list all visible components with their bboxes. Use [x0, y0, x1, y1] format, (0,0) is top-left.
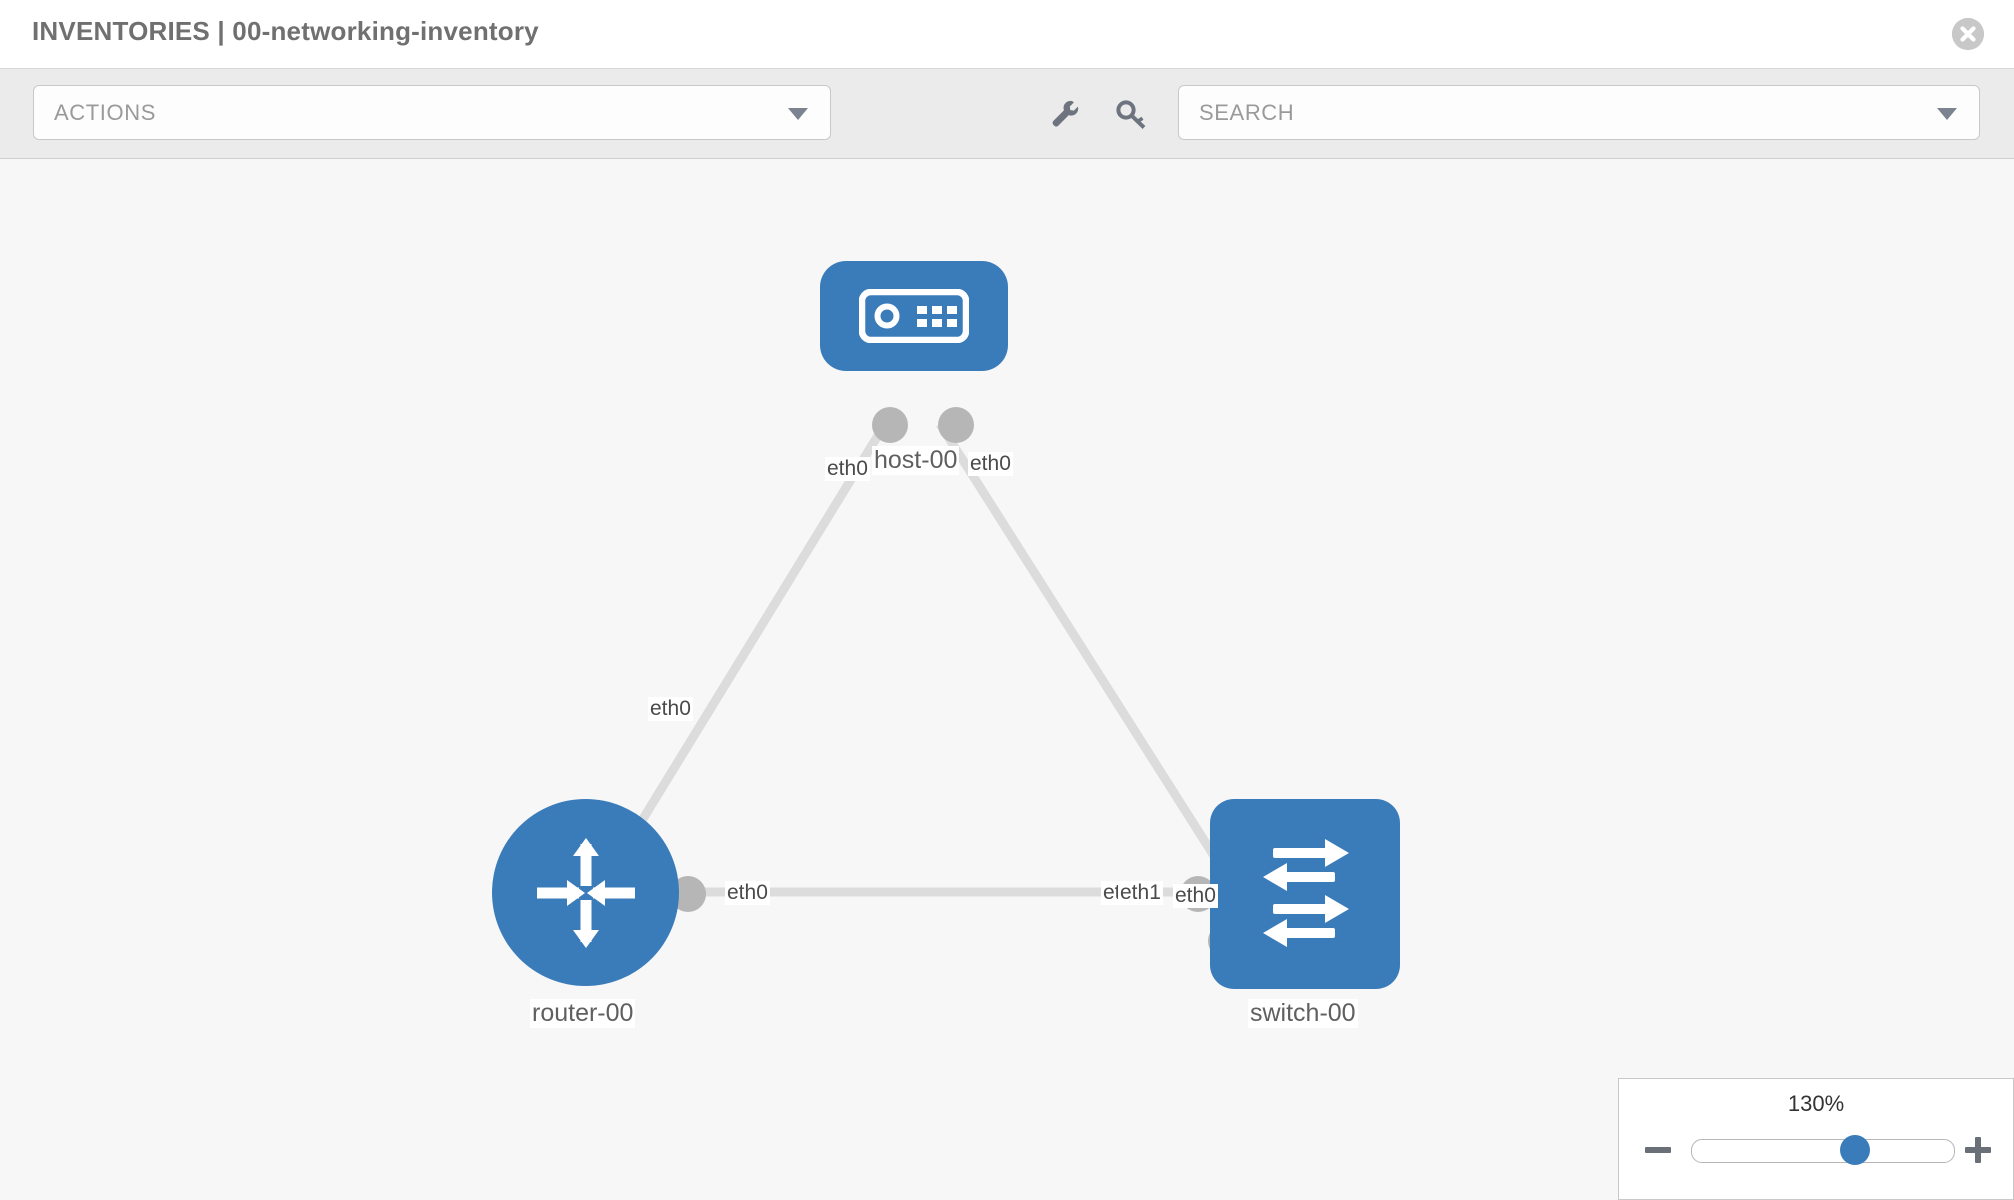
iface-label-host-left: eth0: [825, 457, 870, 481]
minus-icon[interactable]: [1643, 1135, 1673, 1165]
server-appliance-icon: [859, 289, 969, 343]
zoom-level-value: 130%: [1787, 1091, 1845, 1116]
key-icon[interactable]: [1115, 97, 1149, 131]
plus-icon[interactable]: [1963, 1135, 1993, 1165]
iface-label-router-up: eth0: [648, 697, 693, 721]
zoom-slider[interactable]: [1691, 1135, 1955, 1165]
search-input[interactable]: SEARCH: [1178, 85, 1980, 140]
link-host-router: [596, 421, 889, 892]
iface-label-host-right: eth0: [968, 452, 1013, 476]
link-host-switch: [936, 421, 1239, 892]
host-node-shape[interactable]: [820, 261, 1008, 371]
page-title: INVENTORIES | 00-networking-inventory: [32, 16, 539, 46]
switch-arrows-icon: [1263, 839, 1349, 947]
node-label-router-00: router-00: [530, 999, 636, 1028]
close-icon[interactable]: [1952, 18, 1984, 50]
connector-stub-host-right: [938, 407, 974, 443]
actions-dropdown-label: ACTIONS: [54, 100, 156, 125]
router-arrows-icon: [536, 837, 635, 948]
zoom-slider-thumb[interactable]: [1840, 1135, 1870, 1165]
iface-label-switch-up: eth0: [1173, 884, 1218, 908]
zoom-control-panel: 130%: [1618, 1078, 2014, 1200]
toolbar: ACTIONS SEARCH: [0, 68, 2014, 159]
search-placeholder: SEARCH: [1199, 100, 1295, 125]
chevron-down-icon[interactable]: [1937, 108, 1957, 120]
topology-canvas[interactable]: host-00 router-00: [0, 159, 2014, 1200]
page-header: INVENTORIES | 00-networking-inventory: [0, 0, 2014, 68]
router-node-shape[interactable]: [492, 799, 679, 986]
actions-dropdown[interactable]: ACTIONS: [33, 85, 831, 140]
chevron-down-icon: [788, 108, 808, 120]
node-label-host-00: host-00: [872, 446, 960, 475]
iface-label-switch-left: eth1: [1118, 881, 1163, 905]
iface-label-router-right: eth0: [725, 881, 770, 905]
switch-node-shape[interactable]: [1210, 799, 1400, 989]
zoom-slider-row: [1619, 1131, 2013, 1175]
wrench-icon[interactable]: [1048, 97, 1082, 131]
connector-stub-host-left: [872, 407, 908, 443]
node-label-switch-00: switch-00: [1248, 999, 1358, 1028]
